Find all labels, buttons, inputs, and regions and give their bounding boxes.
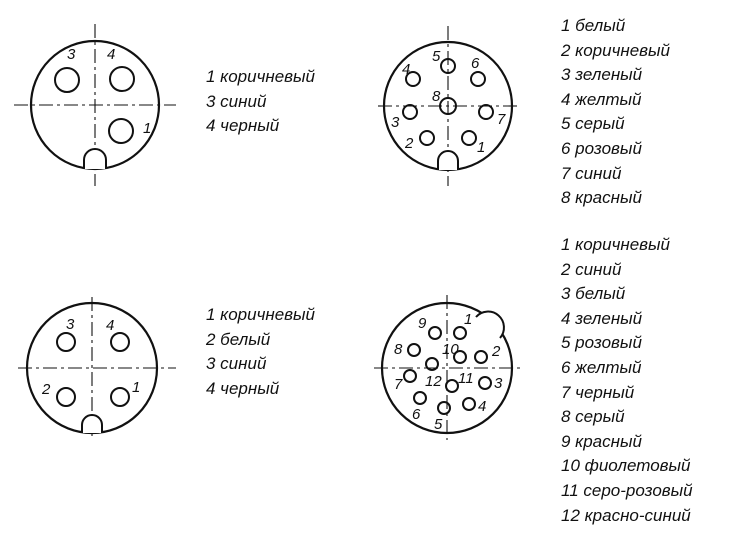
pin-7 [478, 104, 494, 120]
key-notch [475, 310, 505, 339]
pin-label: 10 [442, 341, 459, 358]
legend-item: 3 синий [206, 354, 267, 374]
connector-3pin: 3 4 1 [14, 24, 176, 186]
pin-6 [470, 71, 486, 87]
legend-item: 1 коричневый [206, 305, 316, 324]
pin-10 [425, 357, 439, 371]
key-notch [81, 414, 103, 433]
pin-label: 1 [132, 379, 140, 396]
pin-3 [56, 332, 76, 352]
legend-item: 1 белый [561, 16, 626, 35]
pin-label: 6 [471, 55, 480, 72]
pin-3 [478, 376, 492, 390]
legend-item: 6 розовый [561, 138, 642, 158]
pin-4 [110, 332, 130, 352]
pin-1 [461, 130, 477, 146]
legend-connector-4pin: 1 коричневый 2 белый 3 синий 4 черный [206, 303, 315, 401]
pin-label: 2 [41, 381, 51, 398]
pin-label: 3 [494, 375, 503, 392]
legend-item: 7 синий [561, 163, 622, 183]
connector-4pin: 3 4 2 1 [18, 297, 176, 440]
pin-label: 4 [106, 317, 114, 334]
legend-item: 7 черный [561, 382, 635, 402]
pin-label: 5 [434, 416, 443, 433]
pin-label: 1 [464, 311, 472, 328]
pin-label: 2 [491, 343, 501, 360]
pin-label: 1 [477, 139, 485, 156]
pin-label: 4 [107, 46, 115, 63]
pin-3 [54, 67, 80, 93]
legend-item: 4 зеленый [561, 308, 643, 328]
legend-item: 8 серый [561, 407, 625, 427]
pin-2 [474, 350, 488, 364]
legend-item: 5 серый [561, 114, 625, 134]
pin-12 [445, 379, 459, 393]
pin-4 [405, 71, 421, 87]
legend-item: 1 коричневый [561, 235, 671, 254]
legend-item: 3 зеленый [561, 65, 643, 85]
pin-label: 4 [478, 398, 486, 415]
pin-label: 3 [66, 316, 75, 333]
key-notch [437, 150, 459, 170]
pin-label: 9 [418, 315, 427, 332]
legend-item: 2 коричневый [561, 40, 671, 60]
legend-item: 11 серо-розовый [561, 480, 693, 500]
legend-item: 8 красный [561, 188, 642, 208]
pin-9 [428, 326, 442, 340]
legend-item: 12 красно-синий [561, 505, 691, 525]
legend-connector-3pin: 1 коричневый 3 синий 4 черный [206, 65, 315, 139]
pin-label: 5 [432, 48, 441, 65]
pin-label: 6 [412, 406, 421, 423]
pin-4 [462, 397, 476, 411]
connector-12pin: 9 1 8 10 2 7 12 11 3 6 5 4 [374, 295, 522, 440]
pin-8 [439, 97, 457, 115]
connector-8pin: 5 4 6 8 3 7 2 1 [378, 26, 520, 186]
pin-4 [109, 66, 135, 92]
key-notch [83, 148, 107, 169]
pin-2 [419, 130, 435, 146]
legend-item: 9 красный [561, 431, 642, 451]
pin-3 [402, 104, 418, 120]
legend-item: 10 фиолетовый [561, 456, 691, 476]
pin-label: 7 [497, 111, 506, 128]
pin-1 [453, 326, 467, 340]
pin-pos [453, 350, 467, 364]
pin-label: 2 [404, 135, 414, 152]
pin-label: 4 [402, 61, 410, 78]
pin-7 [403, 369, 417, 383]
legend-item: 3 белый [561, 284, 626, 304]
pin-label: 8 [394, 341, 403, 358]
pin-label: 8 [432, 88, 441, 105]
pin-label: 12 [425, 373, 442, 390]
pin-6 [413, 391, 427, 405]
legend-item: 1 коричневый [206, 67, 316, 86]
pin-1 [108, 118, 134, 144]
legend-item: 6 желтый [561, 357, 642, 377]
legend-connector-8pin: 1 белый 2 коричневый 3 зеленый 4 желтый … [561, 14, 670, 211]
pin-label: 3 [391, 114, 400, 131]
pin-label: 1 [143, 120, 151, 137]
legend-item: 4 черный [206, 116, 280, 136]
pin-label: 11 [458, 370, 474, 387]
legend-item: 4 черный [206, 378, 280, 398]
legend-item: 2 белый [206, 329, 271, 349]
legend-item: 4 желтый [561, 89, 642, 109]
legend-item: 2 синий [561, 259, 622, 279]
pin-2 [56, 387, 76, 407]
pin-5 [440, 58, 456, 74]
connector-body [380, 301, 514, 435]
legend-connector-12pin: 1 коричневый 2 синий 3 белый 4 зеленый 5… [561, 233, 693, 528]
legend-item: 3 синий [206, 91, 267, 111]
pin-1 [110, 387, 130, 407]
legend-item: 5 розовый [561, 333, 642, 353]
pin-label: 3 [67, 46, 76, 63]
pin-label: 7 [394, 376, 403, 393]
pin-5 [437, 401, 451, 415]
pin-8 [407, 343, 421, 357]
